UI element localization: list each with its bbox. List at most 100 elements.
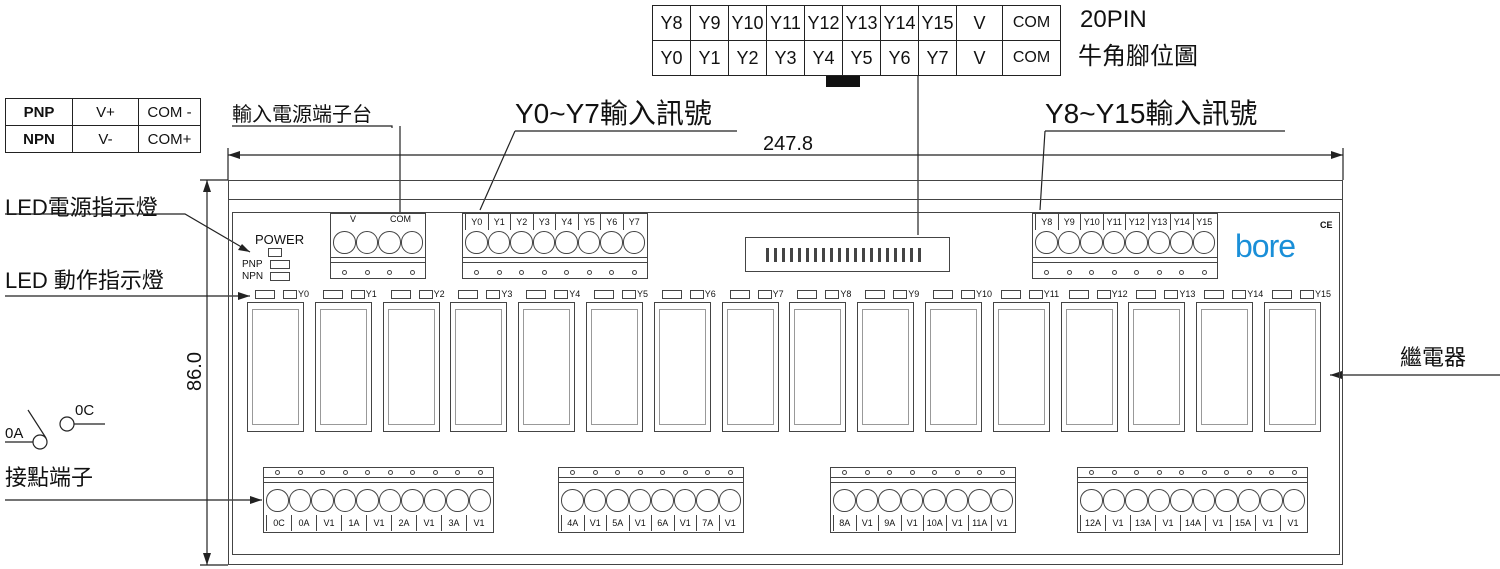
action-led [825,290,840,299]
release-hole [631,270,637,275]
screw-terminal[interactable] [423,489,446,512]
screw-terminal[interactable] [378,231,401,254]
screw-terminal[interactable] [510,231,533,254]
pnp-led [270,260,290,269]
terminal-label: 0C [266,515,291,531]
pin-cell: Y11 [766,5,805,41]
cell: COM - [138,98,201,126]
action-led [865,290,886,299]
idc-connector-20pin[interactable] [745,237,950,272]
screw-terminal[interactable] [1125,231,1148,254]
screw-terminal[interactable] [1147,489,1170,512]
action-led [757,290,772,299]
screw-terminal[interactable] [1035,231,1058,254]
release-hole [954,470,960,475]
release-hole [342,270,348,275]
action-led [1096,290,1111,299]
release-hole [320,470,326,475]
screw-terminal[interactable] [400,231,423,254]
screw-terminal[interactable] [673,489,696,512]
screw-terminal[interactable] [1237,489,1260,512]
screw-terminal[interactable] [718,489,741,512]
release-hole [409,270,415,275]
screw-terminal[interactable] [355,231,378,254]
release-hole [275,470,281,475]
screw-terminal[interactable] [1125,489,1148,512]
screw-terminal[interactable] [532,231,555,254]
screw-terminal[interactable] [333,489,356,512]
release-hole [682,470,688,475]
action-led [255,290,275,299]
screw-terminal[interactable] [1260,489,1283,512]
terminal-label: V1 [628,515,652,531]
screw-terminal[interactable] [333,231,356,254]
action-led [622,290,636,299]
led-label: Y2 [433,289,445,299]
screw-terminal[interactable] [606,489,629,512]
screw-terminal[interactable] [583,489,606,512]
screw-terminal[interactable] [288,489,311,512]
screw-terminal[interactable] [1102,489,1125,512]
screw-terminal[interactable] [878,489,901,512]
screw-terminal[interactable] [622,231,645,254]
screw-terminal[interactable] [1080,489,1103,512]
screw-terminal[interactable] [990,489,1013,512]
screw-terminal[interactable] [855,489,878,512]
led-label: Y10 [976,289,993,299]
terminal-label: V1 [900,515,924,531]
release-hole [365,470,371,475]
relay-7 [721,302,779,432]
led-label: Y11 [1043,289,1060,299]
screw-terminal[interactable] [1282,489,1305,512]
screw-terminal[interactable] [833,489,856,512]
screw-terminal[interactable] [356,489,379,512]
screw-terminal[interactable] [468,489,491,512]
contact-a-label: 0A [5,425,24,442]
pin-cell: COM [1002,40,1061,76]
release-hole [477,470,483,475]
screw-terminal[interactable] [628,489,651,512]
screw-terminal[interactable] [446,489,469,512]
release-hole [519,270,525,275]
terminal-label: Y4 [555,214,578,230]
screw-terminal[interactable] [696,489,719,512]
terminal-label: V1 [1280,515,1305,531]
screw-terminal[interactable] [900,489,923,512]
screw-terminal[interactable] [923,489,946,512]
screw-terminal[interactable] [1192,231,1215,254]
screw-terminal[interactable] [1147,231,1170,254]
release-hole [1201,470,1207,475]
screw-terminal[interactable] [1080,231,1103,254]
screw-terminal[interactable] [600,231,623,254]
screw-terminal[interactable] [651,489,674,512]
terminal-label: V1 [466,515,491,531]
screw-terminal[interactable] [1215,489,1238,512]
screw-terminal[interactable] [1192,489,1215,512]
screw-terminal[interactable] [378,489,401,512]
action-led [322,290,343,299]
screw-terminal[interactable] [465,231,488,254]
screw-terminal[interactable] [555,231,578,254]
screw-terminal[interactable] [266,489,289,512]
screw-terminal[interactable] [401,489,424,512]
release-hole [1224,470,1230,475]
screw-terminal[interactable] [968,489,991,512]
screw-terminal[interactable] [1170,231,1193,254]
terminal-label: 13A [1130,515,1155,531]
action-led [283,290,297,299]
terminal-label: Y10 [1080,214,1103,230]
relay-2 [382,302,440,432]
screw-terminal[interactable] [1102,231,1125,254]
terminal-label: 4A [561,515,584,531]
release-hole [1291,470,1297,475]
action-led [594,290,614,299]
screw-terminal[interactable] [1170,489,1193,512]
screw-terminal[interactable] [311,489,334,512]
screw-terminal[interactable] [487,231,510,254]
screw-terminal[interactable] [945,489,968,512]
screw-terminal[interactable] [561,489,584,512]
led-label: Y8 [840,289,852,299]
screw-terminal[interactable] [1057,231,1080,254]
terminal-label: 5A [606,515,629,531]
screw-terminal[interactable] [577,231,600,254]
